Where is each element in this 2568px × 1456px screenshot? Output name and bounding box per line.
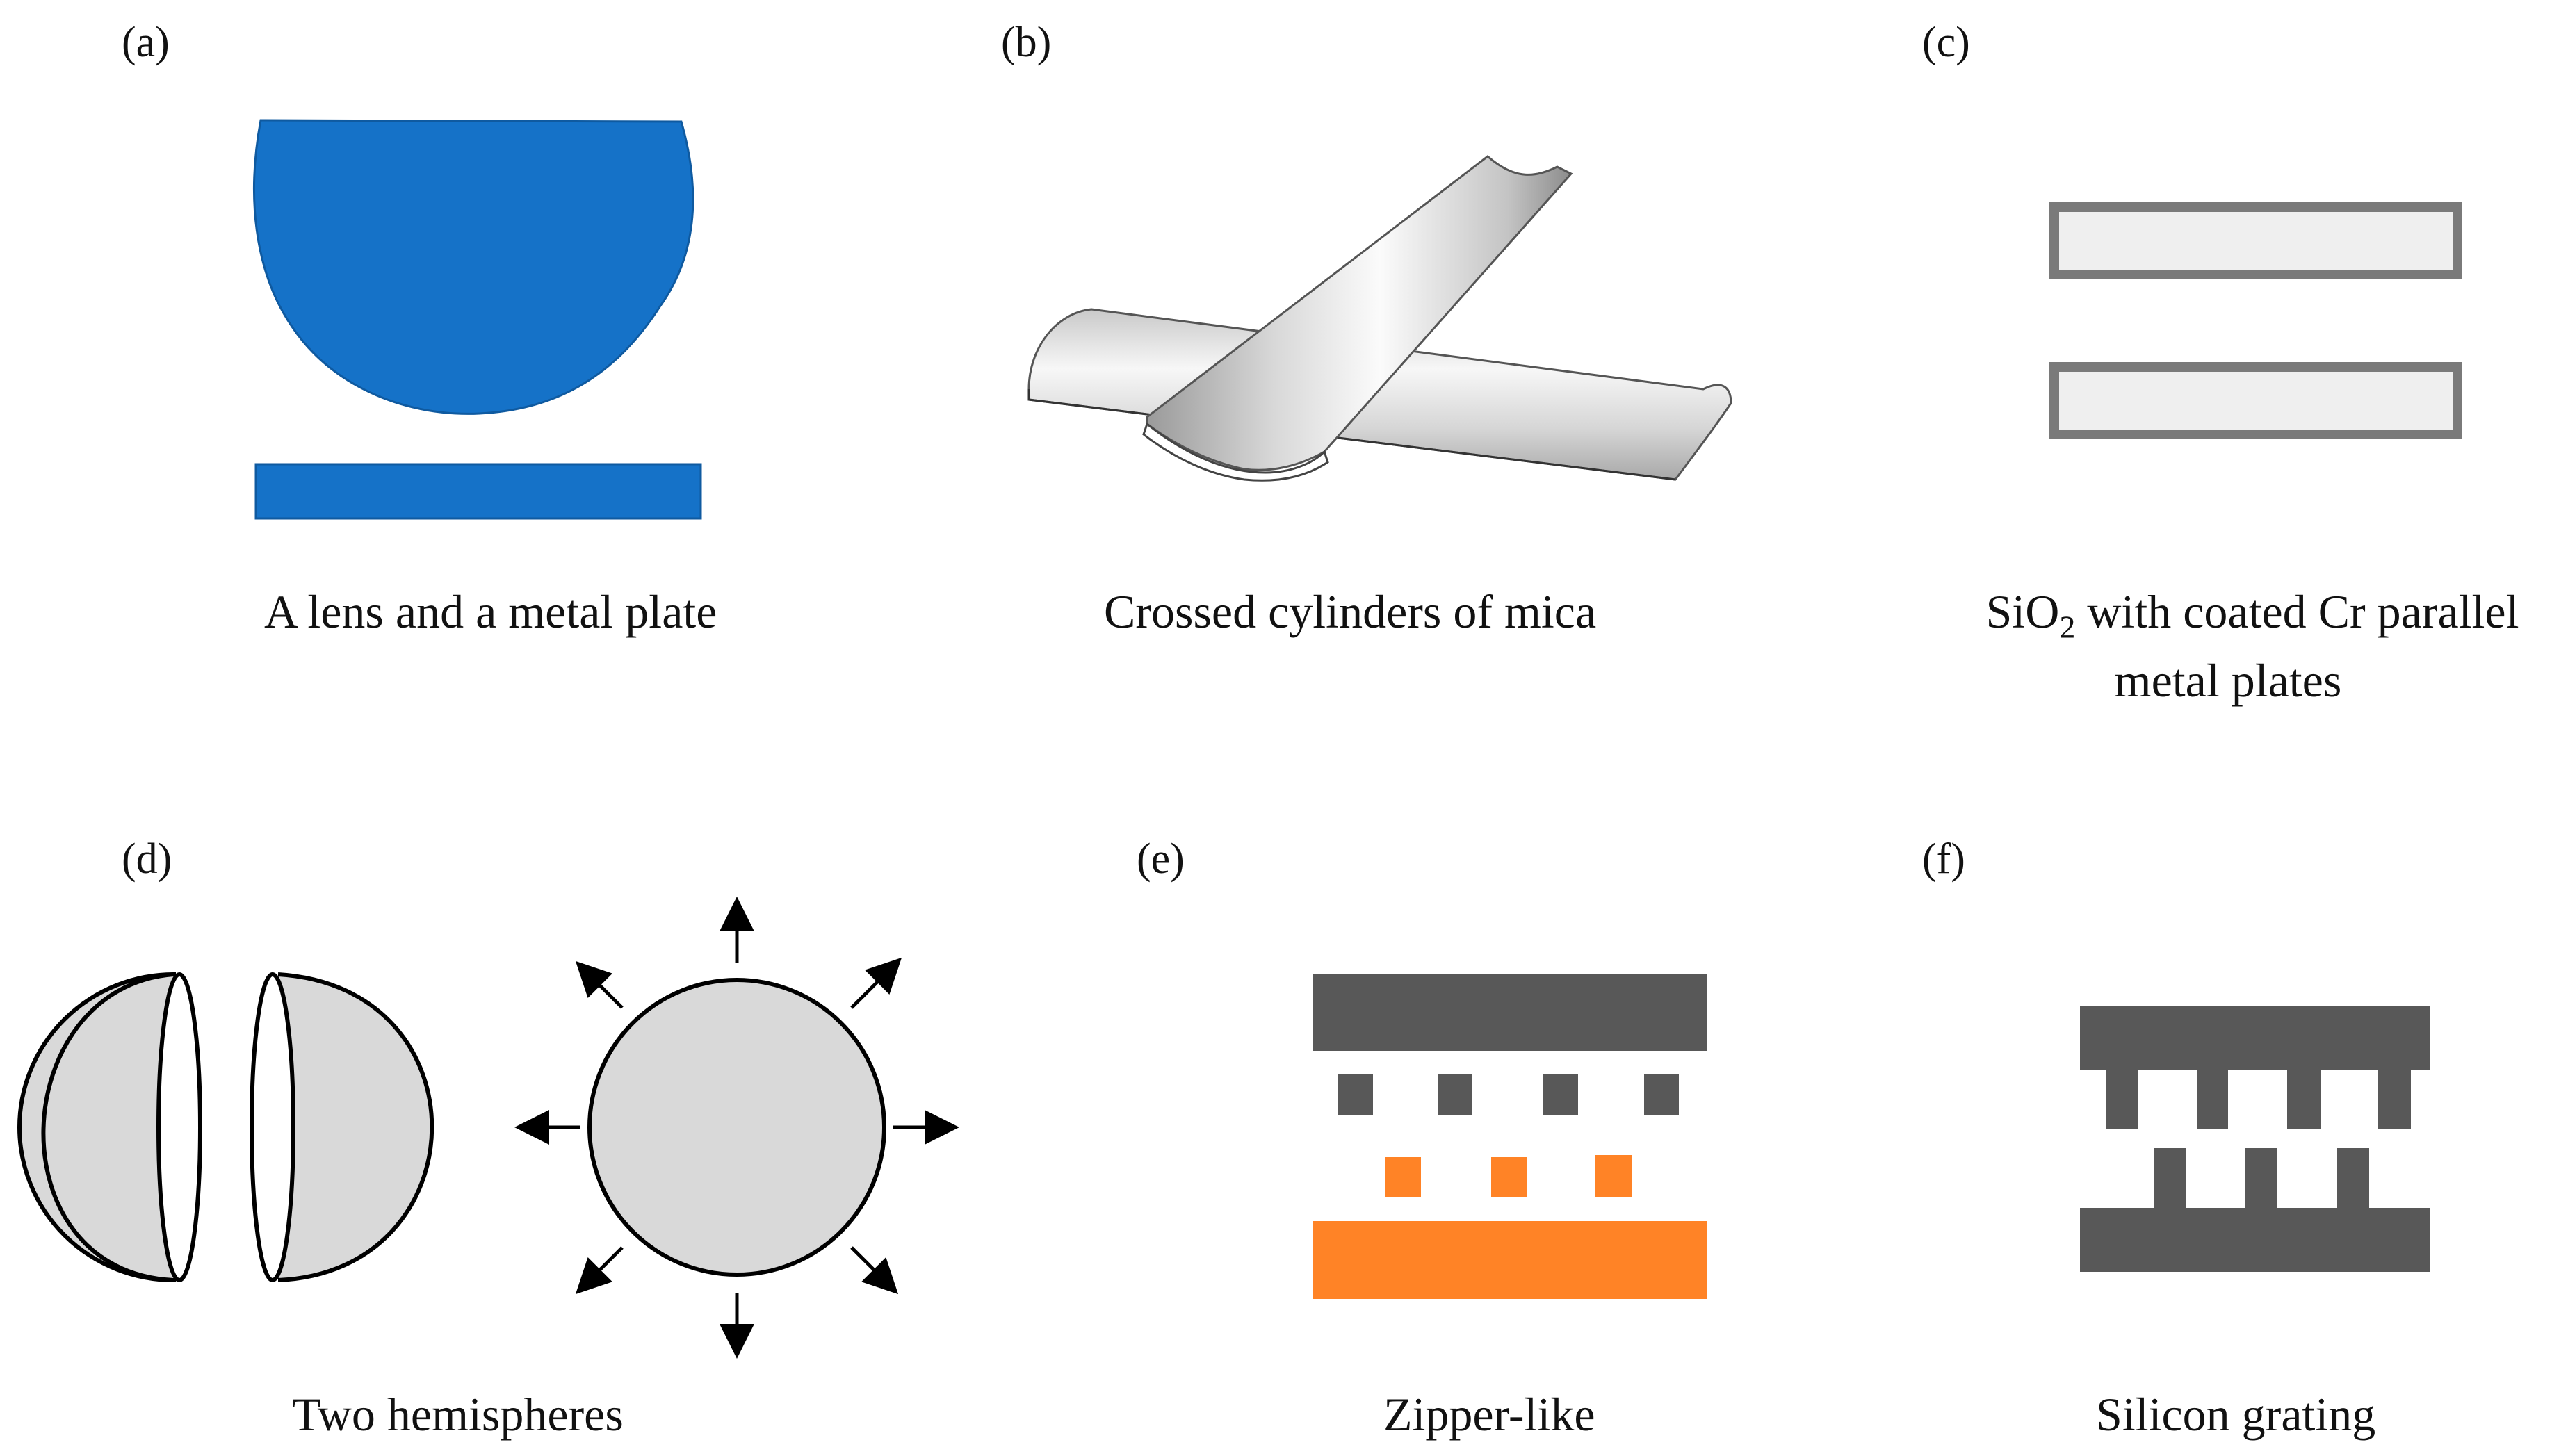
dark-teeth xyxy=(1338,1074,1679,1115)
upper-plate xyxy=(2049,202,2462,279)
caption-e: Zipper-like xyxy=(1383,1388,1595,1441)
orange-teeth xyxy=(1385,1155,1632,1197)
caption-c-line1: SiO2 with coated Cr parallel xyxy=(1985,585,2519,645)
left-hemisphere-face xyxy=(156,972,202,1282)
caption-a: A lens and a metal plate xyxy=(264,585,717,638)
diagonal-mica-cylinder xyxy=(1146,155,1573,471)
expansion-arrows xyxy=(514,897,959,1359)
panel-label-b: (b) xyxy=(1001,19,1052,66)
lower-grating xyxy=(2080,1148,2430,1272)
bottom-orange-bar xyxy=(1313,1221,1707,1299)
caption-f: Silicon grating xyxy=(2096,1388,2376,1441)
panel-label-a: (a) xyxy=(122,19,170,66)
lens-shape xyxy=(253,119,694,415)
caption-c: SiO2 with coated Cr parallel metal plate… xyxy=(1940,580,2565,712)
right-hemisphere xyxy=(277,972,434,1282)
caption-b: Crossed cylinders of mica xyxy=(1104,585,1597,638)
panel-label-e: (e) xyxy=(1137,835,1185,883)
right-hemisphere-face xyxy=(250,972,295,1282)
caption-d: Two hemispheres xyxy=(292,1388,624,1441)
horizontal-mica-cylinder xyxy=(1027,308,1732,481)
top-dark-bar xyxy=(1313,974,1707,1051)
panel-label-f: (f) xyxy=(1922,835,1965,883)
metal-plate xyxy=(254,463,702,520)
panel-label-d: (d) xyxy=(122,835,172,883)
caption-c-line2: metal plates xyxy=(2114,653,2342,707)
upper-grating xyxy=(2080,1006,2430,1129)
sphere xyxy=(587,978,886,1277)
panel-label-c: (c) xyxy=(1922,19,1970,66)
lower-plate xyxy=(2049,362,2462,439)
